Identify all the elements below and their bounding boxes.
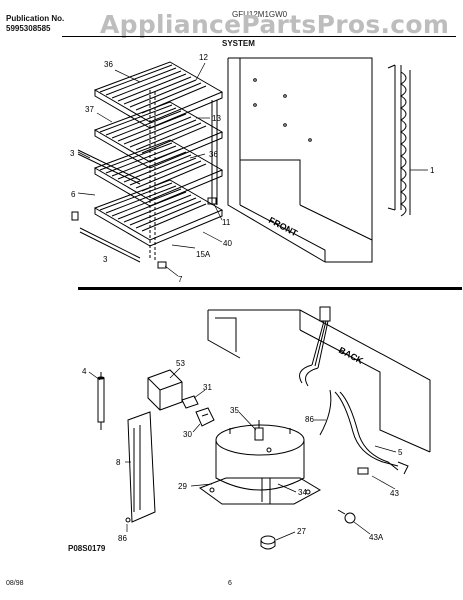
callout-11: 11 bbox=[222, 218, 231, 227]
callout-7: 7 bbox=[178, 275, 183, 284]
section-divider bbox=[78, 287, 462, 290]
callout-15a: 15A bbox=[196, 250, 211, 259]
section-title: SYSTEM bbox=[222, 39, 255, 48]
callout-8: 8 bbox=[116, 458, 121, 467]
callout-43a: 43A bbox=[369, 533, 384, 542]
leader-lines-bottom bbox=[88, 367, 397, 541]
callout-40: 40 bbox=[223, 239, 232, 248]
relay bbox=[147, 369, 183, 411]
tubing-clamp bbox=[337, 509, 356, 524]
callout-43: 43 bbox=[390, 489, 399, 498]
callout-36-lower: 36 bbox=[209, 150, 218, 159]
callout-27: 27 bbox=[297, 527, 306, 536]
cabinet-back bbox=[207, 309, 431, 453]
publication-label: Publication No. bbox=[6, 14, 65, 23]
compressor bbox=[198, 420, 322, 550]
mounting-bracket bbox=[125, 411, 156, 523]
model-number: GFU12M1GW0 bbox=[232, 10, 288, 19]
callout-1: 1 bbox=[430, 166, 435, 175]
watermark: AppliancePartsPros.com bbox=[100, 10, 450, 39]
callout-35: 35 bbox=[230, 406, 239, 415]
callout-3-bottom: 3 bbox=[103, 255, 108, 264]
callout-3-top: 3 bbox=[70, 149, 75, 158]
back-label: BACK bbox=[337, 345, 365, 366]
header-rule bbox=[62, 36, 456, 37]
evaporator-shelves bbox=[71, 61, 224, 269]
wiring-harness bbox=[299, 306, 409, 475]
footer-date: 08/98 bbox=[6, 580, 24, 587]
callout-5: 5 bbox=[398, 448, 403, 457]
callout-4: 4 bbox=[82, 367, 87, 376]
callout-86-right: 86 bbox=[305, 415, 314, 424]
callout-36: 36 bbox=[104, 60, 113, 69]
callout-34: 34 bbox=[298, 488, 307, 497]
page-number: 6 bbox=[228, 580, 232, 587]
cabinet-liner bbox=[227, 57, 373, 263]
condenser-coil bbox=[387, 64, 411, 217]
figure-code: P08S0179 bbox=[68, 544, 106, 553]
callout-53: 53 bbox=[176, 359, 185, 368]
callout-12: 12 bbox=[199, 53, 208, 62]
publication-number: 5995308585 bbox=[6, 24, 51, 33]
callout-31: 31 bbox=[203, 383, 212, 392]
callout-6: 6 bbox=[71, 190, 76, 199]
leader-lines-top bbox=[77, 62, 428, 277]
callout-30: 30 bbox=[183, 430, 192, 439]
callout-13: 13 bbox=[212, 114, 221, 123]
front-label: FRONT bbox=[267, 215, 300, 239]
drier-filter bbox=[97, 372, 105, 430]
callout-37: 37 bbox=[85, 105, 94, 114]
callout-86-left: 86 bbox=[118, 534, 127, 543]
callout-29: 29 bbox=[178, 482, 187, 491]
overload-protector bbox=[181, 395, 215, 427]
